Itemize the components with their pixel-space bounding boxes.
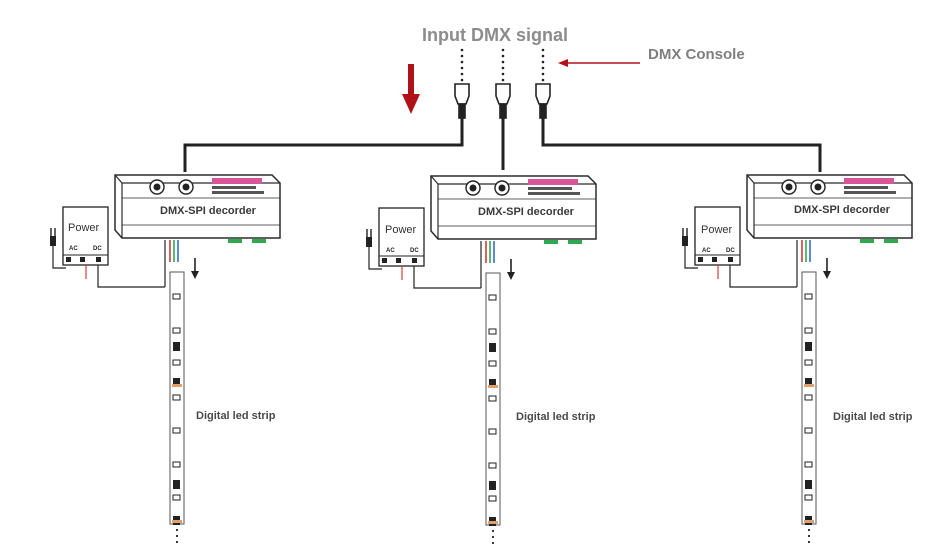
dc-label: DC (93, 246, 102, 252)
power-supply-box (62, 206, 109, 266)
ac-plug-icon (366, 237, 372, 247)
led-strip-label: Digital led strip (516, 411, 596, 423)
cut-mark (488, 521, 498, 524)
dc-label: DC (726, 248, 735, 254)
terminal-block (528, 179, 578, 185)
led-chip (804, 327, 813, 334)
led-chip (804, 359, 813, 366)
dmx-signal-dots (460, 48, 545, 82)
cut-mark (804, 384, 814, 387)
ac-plug-icon (682, 236, 688, 246)
led-chip (172, 394, 181, 401)
power-wire (729, 265, 797, 288)
power-label: Power (385, 224, 417, 236)
led-chip (489, 343, 496, 352)
led-chip (804, 494, 813, 501)
cut-mark (172, 520, 182, 523)
xlr-plug-icon (454, 83, 470, 119)
led-strip-label: Digital led strip (833, 411, 913, 423)
led-chip (489, 379, 496, 388)
dmx-console-label: DMX Console (648, 46, 745, 63)
power-label: Power (701, 224, 733, 236)
ac-label: AC (702, 248, 711, 254)
led-chip (488, 428, 497, 435)
led-chip (804, 394, 813, 401)
cut-mark (172, 384, 182, 387)
led-chip (488, 360, 497, 367)
led-chip (805, 342, 812, 351)
terminal-block (844, 178, 894, 184)
led-chip (805, 378, 812, 387)
ac-label: AC (386, 248, 395, 254)
led-chip (804, 427, 813, 434)
ac-plug-icon (50, 236, 56, 246)
decoder-label: DMX-SPI decorder (794, 204, 890, 216)
connector (228, 239, 242, 243)
led-chip (173, 378, 180, 387)
xlr-plug-icon (495, 83, 511, 119)
led-chip (488, 328, 497, 335)
power-label: Power (68, 222, 100, 234)
led-chip (172, 359, 181, 366)
cut-mark (804, 520, 814, 523)
power-wire (413, 266, 481, 289)
led-chip (488, 395, 497, 402)
decoder-unit (50, 174, 281, 544)
connector (544, 240, 558, 244)
dmx-cables (183, 118, 822, 172)
xlr-plug-icon (535, 83, 551, 119)
connector (568, 240, 582, 244)
led-chip (488, 294, 497, 301)
decoder-unit (366, 175, 597, 545)
power-supply-box (694, 206, 741, 266)
connector (884, 239, 898, 243)
led-chip (173, 342, 180, 351)
decoder-label: DMX-SPI decorder (160, 205, 256, 217)
dc-label: DC (410, 248, 419, 254)
led-strip-label: Digital led strip (196, 410, 276, 422)
led-chip (173, 480, 180, 489)
power-supply-box (378, 207, 425, 267)
connector (860, 239, 874, 243)
led-chip (488, 495, 497, 502)
led-chip (804, 293, 813, 300)
down-arrow-icon (402, 64, 420, 114)
led-chip (488, 462, 497, 469)
led-chip (172, 327, 181, 334)
led-chip (172, 427, 181, 434)
ac-label: AC (69, 246, 78, 252)
terminal-block (212, 178, 262, 184)
led-chip (805, 480, 812, 489)
decoder-label: DMX-SPI decorder (478, 206, 574, 218)
led-chip (804, 461, 813, 468)
connector (252, 239, 266, 243)
power-wire (97, 265, 165, 288)
left-arrow-icon (558, 59, 640, 67)
led-chip (172, 293, 181, 300)
diagram-title: Input DMX signal (422, 25, 568, 45)
led-chip (489, 481, 496, 490)
decoder-unit (682, 174, 913, 544)
led-chip (172, 494, 181, 501)
cut-mark (488, 385, 498, 388)
led-chip (172, 461, 181, 468)
